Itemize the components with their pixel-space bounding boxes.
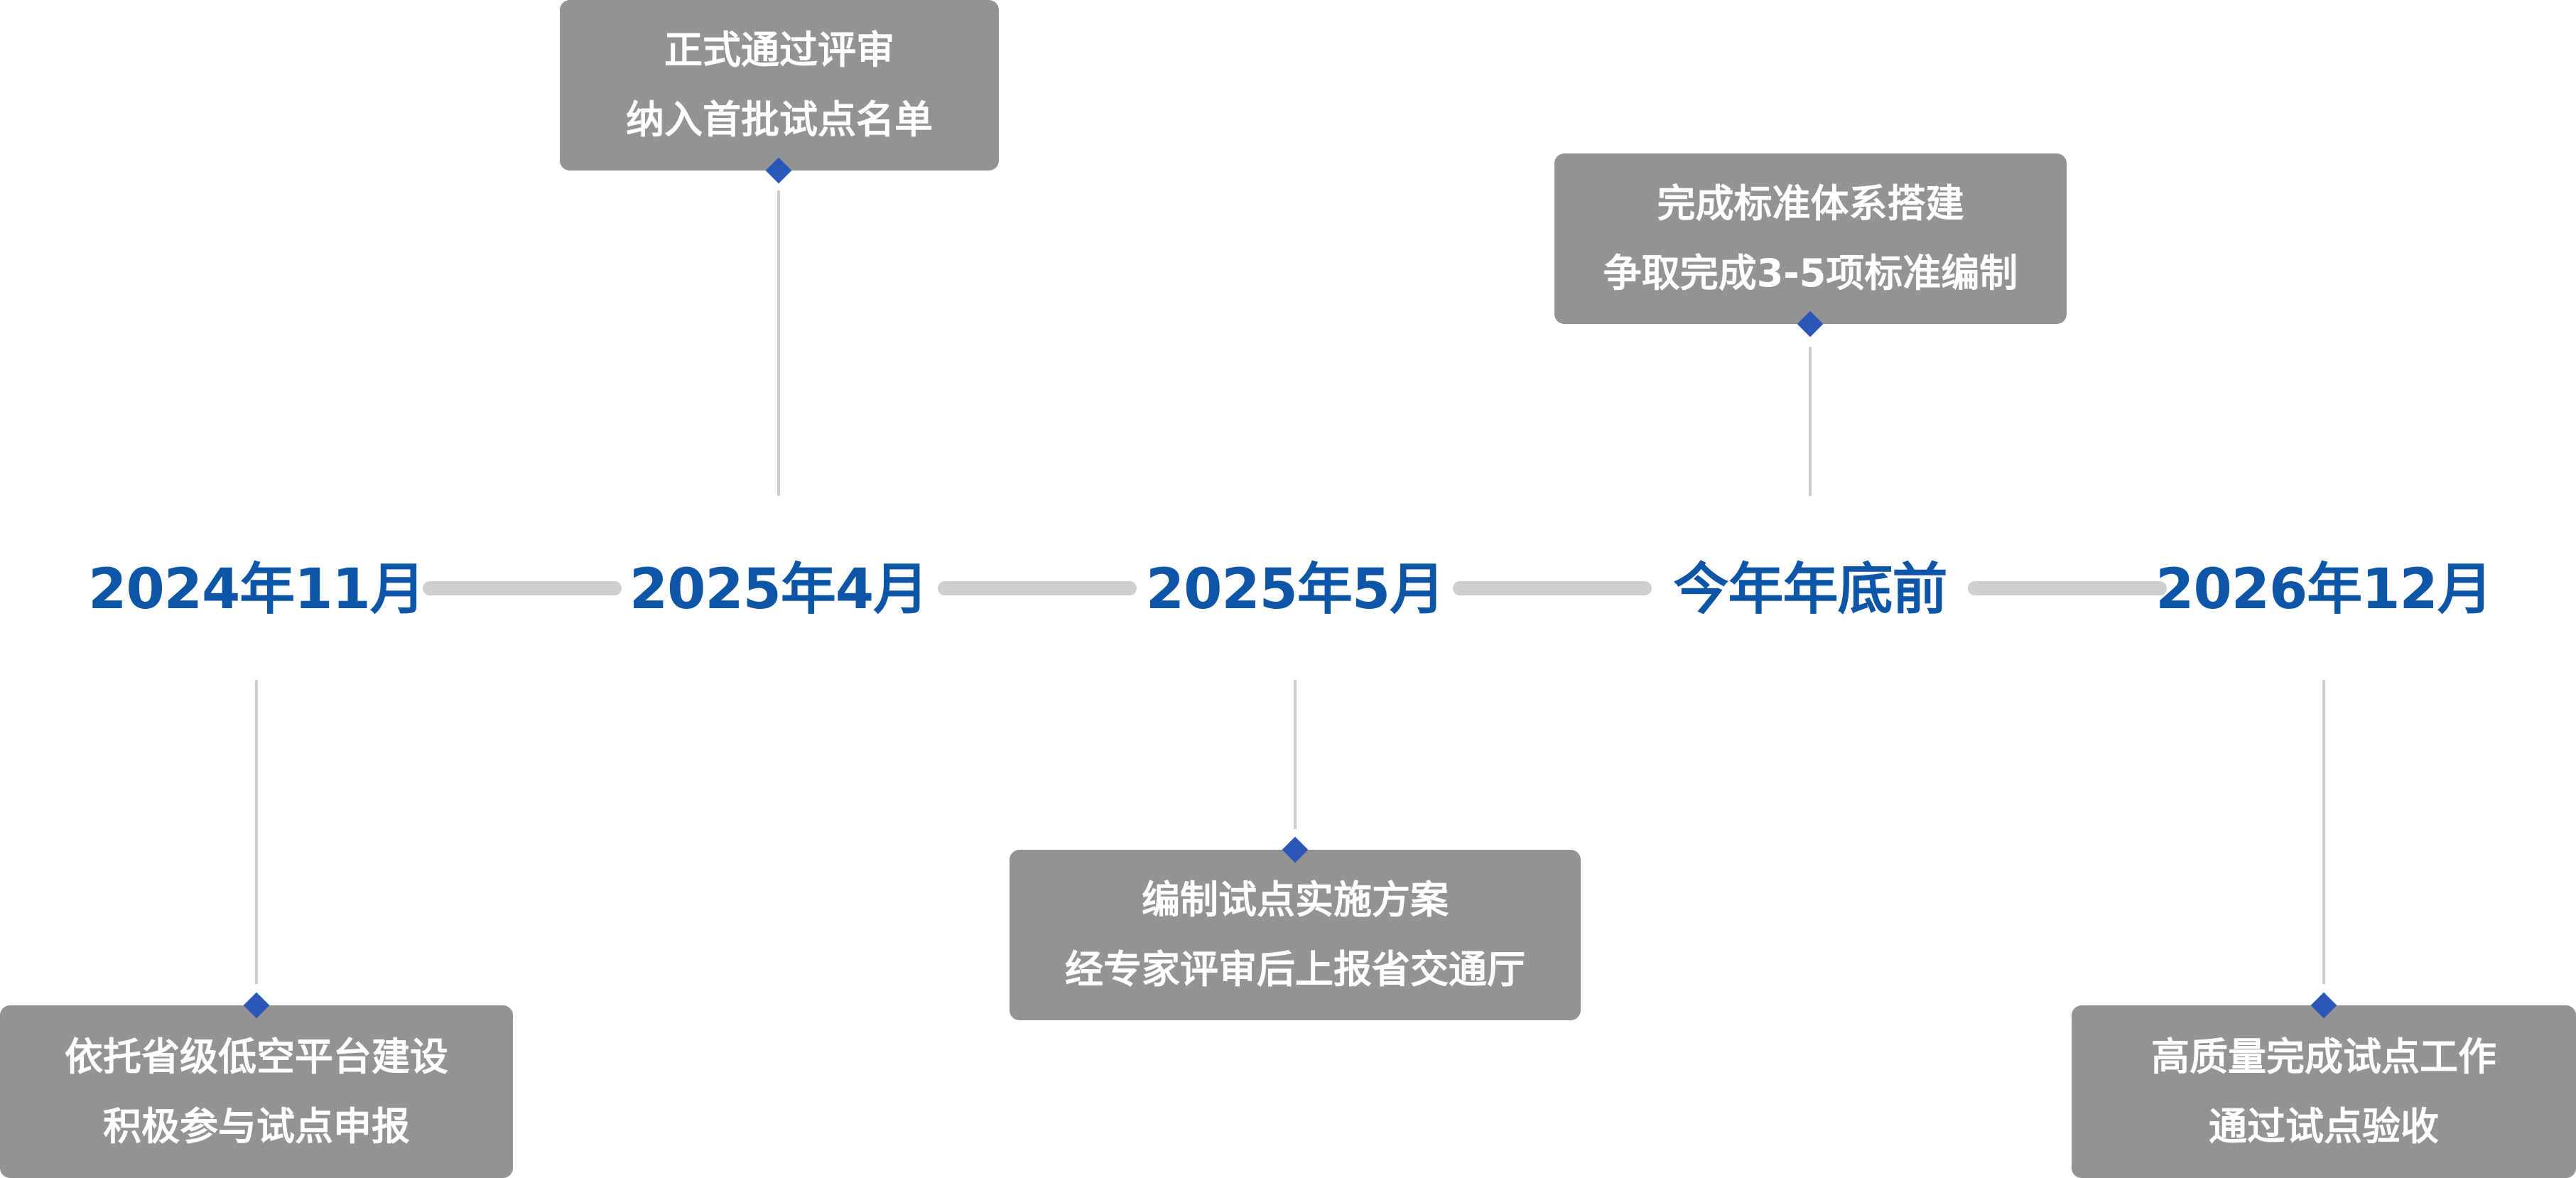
connector-line-2 (777, 190, 780, 496)
milestone-callout-3: 编制试点实施方案 经专家评审后上报省交通厅 (1010, 850, 1581, 1020)
axis-bar-4 (1968, 581, 2167, 595)
axis-bar-1 (423, 581, 622, 595)
callout-1-line-2: 积极参与试点申报 (103, 1103, 410, 1149)
milestone-date-2: 2025年4月 (629, 558, 929, 622)
callout-5-line-2: 通过试点验收 (2209, 1103, 2439, 1149)
axis-bar-2 (938, 581, 1137, 595)
callout-2-line-1: 正式通过评审 (664, 28, 894, 72)
milestone-callout-2: 正式通过评审 纳入首批试点名单 (560, 0, 999, 171)
callout-3-line-1: 编制试点实施方案 (1142, 877, 1449, 922)
callout-2-line-2: 纳入首批试点名单 (626, 97, 933, 142)
connector-line-3 (1294, 680, 1297, 829)
milestone-date-4: 今年年底前 (1673, 558, 1947, 622)
connector-line-4 (1809, 347, 1812, 496)
milestone-callout-1: 依托省级低空平台建设 积极参与试点申报 (0, 1005, 513, 1178)
milestone-date-5: 2026年12月 (2155, 558, 2493, 622)
connector-line-1 (255, 680, 258, 984)
axis-bar-3 (1453, 581, 1652, 595)
callout-4-line-1: 完成标准体系搭建 (1657, 181, 1964, 226)
milestone-callout-4: 完成标准体系搭建 争取完成3-5项标准编制 (1554, 153, 2067, 324)
callout-1-line-1: 依托省级低空平台建设 (65, 1034, 448, 1079)
milestone-date-3: 2025年5月 (1145, 558, 1445, 622)
callout-5-line-1: 高质量完成试点工作 (2151, 1034, 2496, 1079)
callout-4-line-2: 争取完成3-5项标准编制 (1603, 251, 2018, 296)
milestone-date-1: 2024年11月 (88, 558, 426, 622)
callout-3-line-2: 经专家评审后上报省交通厅 (1065, 947, 1525, 992)
connector-line-5 (2322, 680, 2325, 984)
milestone-callout-5: 高质量完成试点工作 通过试点验收 (2072, 1005, 2576, 1178)
